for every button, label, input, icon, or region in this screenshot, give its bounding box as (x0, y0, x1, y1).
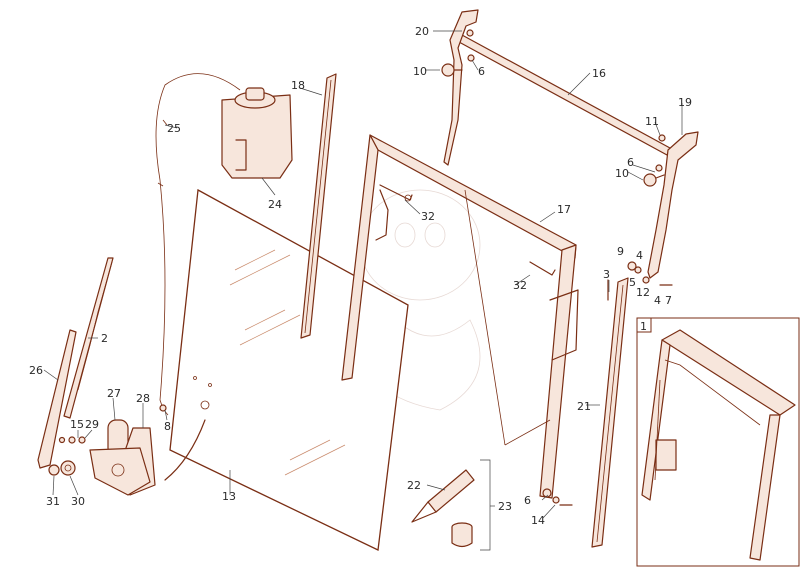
label-7: 7 (665, 294, 672, 307)
sealant-cup (451, 522, 473, 548)
label-32-upper: 32 (421, 210, 435, 223)
label-11: 11 (645, 115, 659, 128)
label-27: 27 (107, 387, 121, 400)
label-1: 1 (640, 320, 647, 333)
window-frame (341, 134, 579, 499)
label-12: 12 (636, 286, 650, 299)
label-9: 9 (617, 245, 624, 258)
wiper-motor (89, 404, 206, 496)
profile-rail (591, 277, 629, 548)
bracket-32-upper (379, 184, 413, 202)
label-10-right: 10 (615, 167, 629, 180)
washer-reservoir (221, 87, 293, 179)
hardware-set-top (441, 29, 673, 286)
washer-hose (155, 73, 241, 416)
label-24: 24 (268, 198, 282, 211)
label-28: 28 (136, 392, 150, 405)
label-23: 23 (498, 500, 512, 513)
right-arm (647, 131, 699, 279)
bracket-23 (480, 459, 491, 551)
leader-lines (43, 30, 683, 519)
label-29: 29 (85, 418, 99, 431)
seal-strip (300, 73, 337, 339)
sealant-tube (411, 469, 475, 523)
label-17: 17 (557, 203, 571, 216)
label-6-top: 6 (478, 65, 485, 78)
label-2: 2 (101, 332, 108, 345)
label-25: 25 (167, 122, 181, 135)
label-8: 8 (164, 420, 171, 433)
label-3: 3 (603, 268, 610, 281)
label-13: 13 (222, 490, 236, 503)
motor-washers (48, 436, 86, 476)
hardware-set-bottom (542, 488, 573, 506)
link-rod (458, 34, 671, 156)
label-21: 21 (577, 400, 591, 413)
label-14: 14 (531, 514, 545, 527)
label-10-top: 10 (413, 65, 427, 78)
label-6-right: 6 (627, 156, 634, 169)
label-26: 26 (29, 364, 43, 377)
label-18: 18 (291, 79, 305, 92)
label-5: 5 (629, 276, 636, 289)
label-22: 22 (407, 479, 421, 492)
label-6-bottom: 6 (524, 494, 531, 507)
label-19: 19 (678, 96, 692, 109)
inset-view (636, 317, 800, 567)
label-4-upper: 4 (636, 249, 643, 262)
label-20: 20 (415, 25, 429, 38)
bracket-32-lower (529, 261, 556, 276)
label-16: 16 (592, 67, 606, 80)
left-arm (443, 9, 479, 166)
label-31: 31 (46, 495, 60, 508)
label-15: 15 (70, 418, 84, 431)
label-32-lower: 32 (513, 279, 527, 292)
label-4-lower: 4 (654, 294, 661, 307)
wiper-arm (37, 329, 77, 469)
label-30: 30 (71, 495, 85, 508)
windshield-glass (169, 188, 409, 551)
